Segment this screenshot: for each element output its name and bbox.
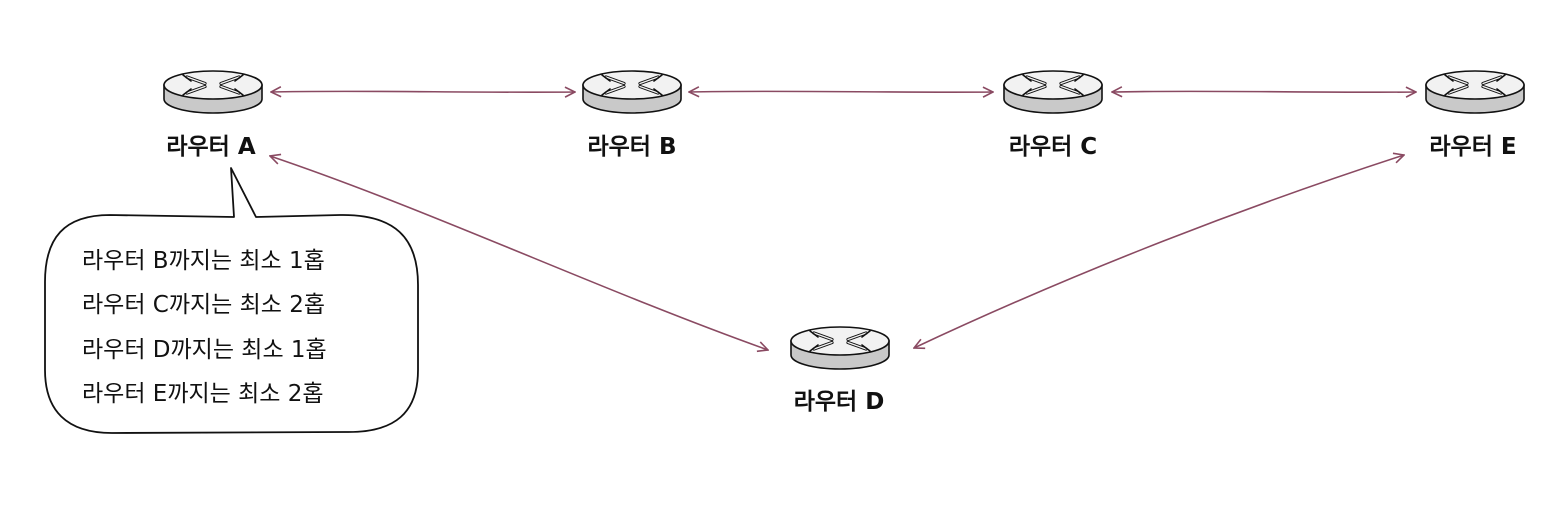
- router-icon: [162, 69, 264, 115]
- callout-line-1: 라우터 B까지는 최소 1홉: [82, 248, 325, 274]
- callout-line-4: 라우터 E까지는 최소 2홉: [82, 381, 324, 407]
- link-d-e: [914, 155, 1404, 348]
- router-icon: [1002, 69, 1104, 115]
- router-c: 라우터 C: [1002, 69, 1104, 160]
- router-d: 라우터 D: [789, 325, 891, 415]
- links: [270, 91, 1416, 350]
- router-b-label: 라우터 B: [587, 134, 676, 160]
- router-icon: [1424, 69, 1526, 115]
- router-a-label: 라우터 A: [166, 134, 255, 160]
- router-icon: [581, 69, 683, 115]
- callout-outline: [44, 167, 419, 434]
- callout-bubble: 라우터 B까지는 최소 1홉 라우터 C까지는 최소 2홉 라우터 D까지는 최…: [44, 167, 419, 434]
- router-b: 라우터 B: [581, 69, 683, 160]
- router-e-label: 라우터 E: [1429, 134, 1516, 160]
- link-a-b: [271, 91, 575, 92]
- link-c-e: [1112, 91, 1416, 92]
- router-e: 라우터 E: [1424, 69, 1526, 160]
- link-a-d: [270, 156, 768, 350]
- callout-line-2: 라우터 C까지는 최소 2홉: [82, 292, 325, 318]
- router-icon: [789, 325, 891, 371]
- router-c-label: 라우터 C: [1009, 134, 1097, 160]
- router-a: 라우터 A: [162, 69, 264, 160]
- callout-line-3: 라우터 D까지는 최소 1홉: [82, 337, 327, 363]
- router-d-label: 라우터 D: [794, 389, 885, 415]
- link-b-c: [689, 91, 993, 92]
